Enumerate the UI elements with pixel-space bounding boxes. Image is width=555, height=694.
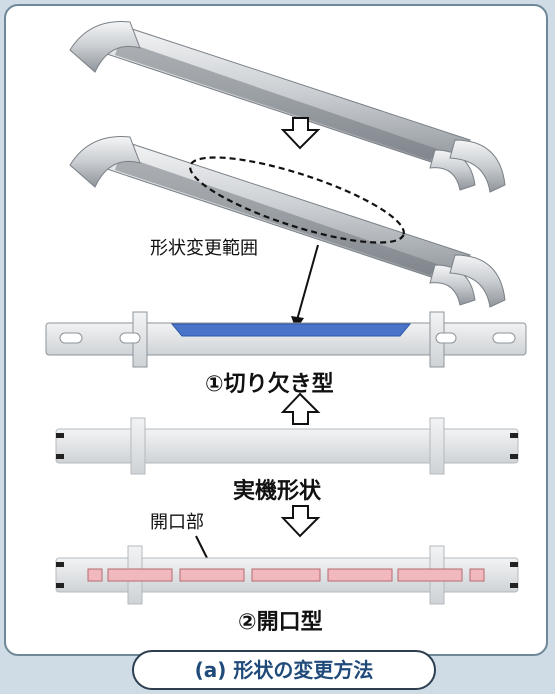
hollow-down-arrow xyxy=(280,117,321,150)
flat-beam-cutout xyxy=(45,311,527,368)
label-actual-shape: 実機形状 xyxy=(233,479,322,504)
hollow-down-arrow-2 xyxy=(280,505,321,538)
label-shape-change-range: 形状変更範囲 xyxy=(150,238,258,259)
label-opening: 開口部 xyxy=(150,512,204,533)
figure-caption: (a) 形状の変更方法 xyxy=(132,650,436,690)
flat-beam-opening xyxy=(55,545,519,605)
pointer-arrow-change-range xyxy=(291,244,319,330)
hollow-up-arrow xyxy=(280,392,321,425)
label-opening-type: ②開口型 xyxy=(238,610,323,635)
beam-3d-second xyxy=(69,136,506,308)
flat-beam-actual xyxy=(55,417,519,475)
beam-3d-top xyxy=(69,21,506,193)
label-cutout-type: ①切り欠き型 xyxy=(205,372,334,397)
caption-text: (a) 形状の変更方法 xyxy=(194,658,374,682)
